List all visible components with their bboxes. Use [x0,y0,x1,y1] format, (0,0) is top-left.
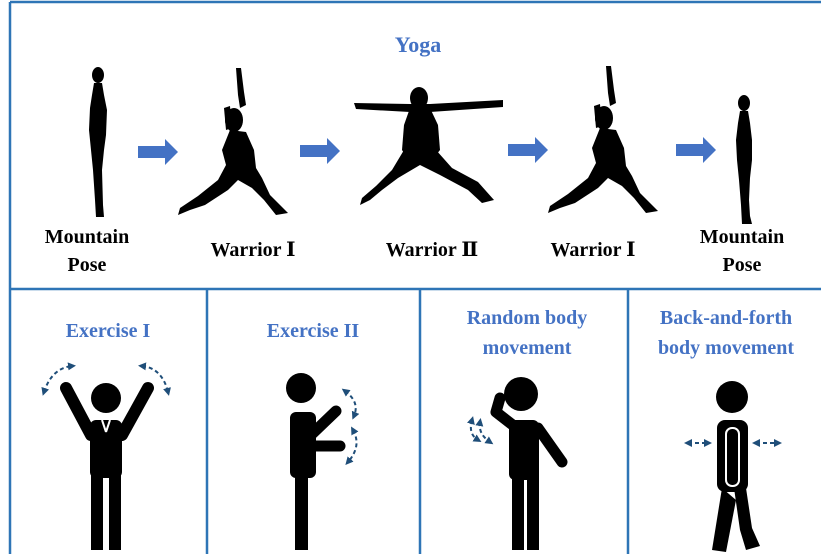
warrior-two-icon [354,87,503,205]
pose-label: Warrior Ⅰ [210,239,295,261]
arm-swing-figure-icon [286,373,340,550]
random-movement-figure-icon [496,377,562,550]
arrow-icon [508,137,548,163]
pose-label-line: Warrior Ⅰ [210,239,295,261]
pose-label-line: Pose [68,254,107,276]
pose-label: Mountain Pose [700,226,784,276]
pose-label-line: Warrior Ⅱ [386,239,479,261]
exercise-title: Exercise II [267,320,360,342]
arms-raised-figure-icon [66,383,148,550]
warrior-one-icon [548,66,658,213]
pose-label-line: Warrior Ⅰ [550,239,635,261]
arrow-icon [676,137,716,163]
pose-label: Warrior Ⅰ [550,239,635,261]
panel-frame [10,2,821,554]
warrior-one-icon [178,68,288,215]
exercise-title: Back-and-forth [660,307,792,329]
motion-arrow-icon [345,391,357,462]
exercise-title: body movement [658,337,794,359]
pose-label: Warrior Ⅱ [386,239,479,261]
pose-label-line: Mountain [700,226,784,248]
yoga-title: Yoga [395,32,441,57]
motion-arrow-icon [471,420,490,442]
exercise-title: movement [483,337,572,359]
arrow-icon [138,139,178,165]
arrow-icon [300,138,340,164]
pose-label-line: Pose [723,254,762,276]
exercise-title: Exercise I [66,320,151,342]
mountain-pose-icon [89,67,107,217]
mountain-pose-icon [736,95,752,224]
exercise-title: Random body [467,307,588,329]
pose-label: Mountain Pose [45,226,129,276]
pose-label-line: Mountain [45,226,129,248]
back-and-forth-figure-icon [712,381,760,552]
